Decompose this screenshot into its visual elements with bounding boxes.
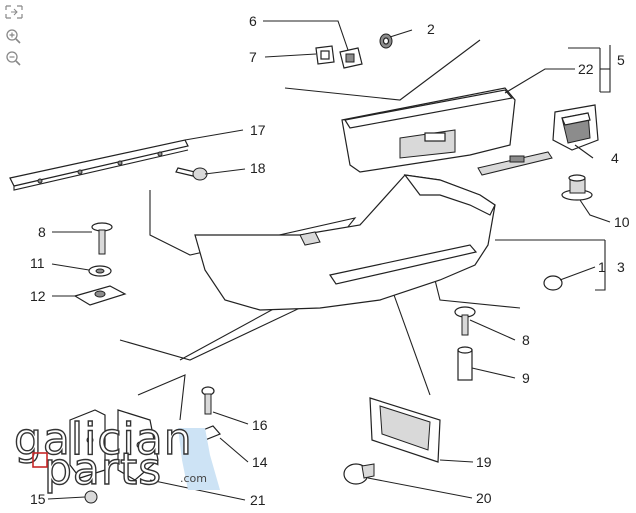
watermark-suffix: .com [180, 472, 207, 485]
rear-trim-panel [341, 87, 516, 173]
clip-1 [543, 275, 563, 291]
watermark-line1: galician [14, 414, 193, 465]
fullscreen-icon[interactable] [4, 4, 24, 20]
screw-16 [201, 386, 215, 415]
callout-22: 22 [578, 61, 594, 77]
bumper-cover [194, 174, 496, 311]
callout-9: 9 [522, 370, 530, 386]
callout-7: 7 [249, 49, 257, 65]
bracket-21 [69, 409, 159, 481]
callout-6: 6 [249, 13, 257, 29]
callout-12: 12 [30, 288, 46, 304]
callout-15: 15 [30, 491, 46, 507]
callout-3: 3 [617, 259, 625, 275]
callout-19: 19 [476, 454, 492, 470]
callout-16: 16 [252, 417, 268, 433]
round-clip [379, 33, 393, 49]
watermark-tint [178, 428, 220, 490]
zoom-in-icon[interactable] [4, 28, 24, 44]
bracket-clips [315, 45, 363, 69]
callout-10: 10 [614, 214, 630, 230]
watermark: galician parts .com [13, 413, 220, 496]
watermark-accent-square [32, 452, 48, 468]
callout-21: 21 [250, 492, 266, 508]
screw-8-left [91, 222, 113, 255]
callout-labels: 6 2 7 22 5 17 4 18 10 8 11 1 3 12 8 9 16… [30, 13, 630, 508]
callout-1: 1 [598, 259, 606, 275]
cap-20 [343, 463, 375, 485]
callout-8-left: 8 [38, 224, 46, 240]
screw-8-right [454, 306, 476, 336]
zoom-out-icon[interactable] [4, 50, 24, 66]
callout-18: 18 [250, 160, 266, 176]
nut-plate-12 [73, 285, 127, 306]
spacer-9 [457, 346, 473, 381]
callout-11: 11 [30, 255, 45, 271]
callout-14: 14 [252, 454, 268, 470]
rear-strip [477, 151, 553, 176]
callout-17: 17 [250, 122, 266, 138]
watermark-line2: parts [44, 444, 162, 495]
washer-11 [88, 265, 112, 277]
callout-8-right: 8 [522, 332, 530, 348]
screw-18 [175, 167, 208, 181]
reflector-19 [369, 397, 441, 463]
callout-4: 4 [611, 150, 619, 166]
leader-lines [47, 20, 611, 501]
callout-2: 2 [427, 21, 435, 37]
callout-5: 5 [617, 52, 625, 68]
callout-20: 20 [476, 490, 492, 506]
side-rail [9, 139, 189, 191]
vent-grille [552, 104, 599, 151]
spacer-bushing [561, 174, 593, 201]
